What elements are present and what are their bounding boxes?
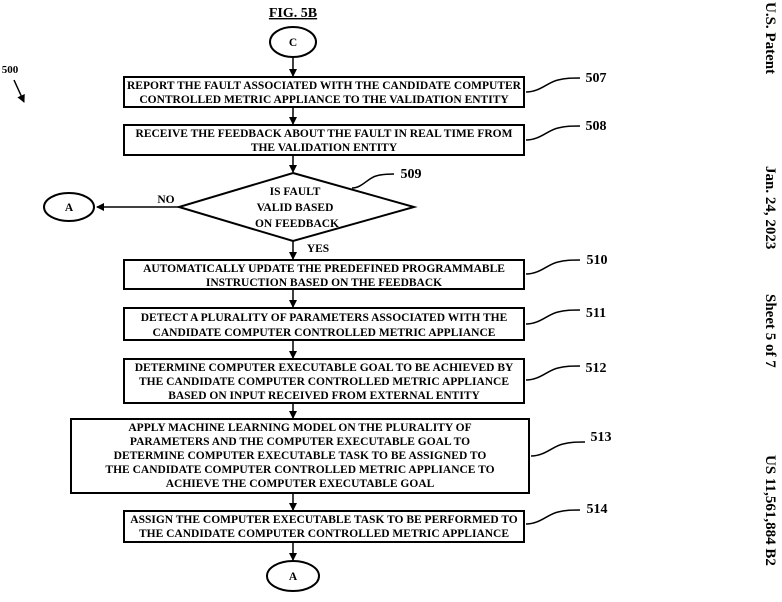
step-507-box: [123, 76, 525, 108]
step-511-ref: 511: [586, 306, 606, 321]
step-512-leader: [525, 365, 581, 381]
step-513-box: [70, 418, 530, 494]
step-512-line-1: DETERMINE COMPUTER EXECUTABLE GOAL TO BE…: [135, 362, 514, 374]
step-508-line-1: RECEIVE THE FEEDBACK ABOUT THE FAULT IN …: [136, 128, 513, 140]
step-508-line-2: THE VALIDATION ENTITY: [251, 142, 398, 154]
connector-a-left-label: A: [65, 202, 74, 214]
step-513-line-1: APPLY MACHINE LEARNING MODEL ON THE PLUR…: [128, 422, 471, 434]
step-513-line-2: PARAMETERS AND THE COMPUTER EXECUTABLE G…: [130, 436, 470, 448]
step-508-ref: 508: [586, 119, 607, 134]
step-512-ref: 512: [586, 361, 607, 376]
step-514-ref: 514: [587, 502, 608, 517]
step-512-line-2: THE CANDIDATE COMPUTER CONTROLLED METRIC…: [139, 376, 509, 388]
figure-title: FIG. 5B: [269, 6, 317, 21]
step-514-leader: [525, 509, 581, 525]
step-511-leader: [525, 309, 581, 325]
step-510-ref: 510: [587, 253, 608, 268]
step-508-box: [123, 124, 525, 156]
step-510-line-1: AUTOMATICALLY UPDATE THE PREDEFINED PROG…: [143, 263, 505, 275]
step-507-ref: 507: [586, 71, 607, 86]
step-507-leader: [525, 77, 581, 93]
connector-a-bottom-label: A: [289, 571, 298, 583]
step-508-leader: [525, 125, 581, 141]
no-label: NO: [157, 194, 174, 206]
figure-ref-label: 500: [2, 64, 19, 76]
step-514-line-2: THE CANDIDATE COMPUTER CONTROLLED METRIC…: [139, 528, 509, 540]
step-513-leader: [530, 441, 586, 457]
step-507-line-1: REPORT THE FAULT ASSOCIATED WITH THE CAN…: [127, 80, 522, 92]
header-patent: U.S. Patent: [762, 2, 778, 74]
step-513-line-5: ACHIEVE THE COMPUTER EXECUTABLE GOAL: [166, 478, 435, 490]
yes-label: YES: [307, 243, 329, 255]
figure-ref-arrow: [13, 79, 25, 103]
decision-509-line-1: IS FAULT: [270, 186, 321, 198]
step-511-line-2: CANDIDATE COMPUTER CONTROLLED METRIC APP…: [153, 327, 496, 339]
connector-a-left: [43, 192, 95, 222]
step-513-line-4: THE CANDIDATE COMPUTER CONTROLLED METRIC…: [105, 464, 494, 476]
decision-509-line-3: ON FEEDBACK: [255, 218, 339, 230]
decision-509-ref: 509: [401, 167, 422, 182]
step-512-line-3: BASED ON INPUT RECEIVED FROM EXTERNAL EN…: [168, 390, 480, 402]
step-513-ref: 513: [591, 430, 612, 445]
step-514-box: [123, 510, 525, 543]
step-512-box: [123, 358, 525, 404]
decision-509-line-2: VALID BASED: [257, 202, 334, 214]
step-510-box: [123, 259, 525, 290]
header-sheet: Sheet 5 of 7: [762, 294, 778, 368]
step-510-line-2: INSTRUCTION BASED ON THE FEEDBACK: [206, 277, 442, 289]
step-511-line-1: DETECT A PLURALITY OF PARAMETERS ASSOCIA…: [141, 312, 508, 324]
header-date: Jan. 24, 2023: [762, 166, 778, 249]
step-513-line-3: DETERMINE COMPUTER EXECUTABLE TASK TO BE…: [114, 450, 487, 462]
decision-509-leader: [351, 173, 395, 189]
connector-a-bottom: [266, 560, 320, 592]
step-510-leader: [525, 259, 581, 275]
header-patent-number: US 11,561,884 B2: [762, 455, 778, 566]
step-511-box: [123, 307, 525, 341]
step-514-line-1: ASSIGN THE COMPUTER EXECUTABLE TASK TO B…: [130, 514, 518, 526]
step-507-line-2: CONTROLLED METRIC APPLIANCE TO THE VALID…: [139, 94, 509, 106]
connector-c-label: C: [289, 37, 297, 49]
